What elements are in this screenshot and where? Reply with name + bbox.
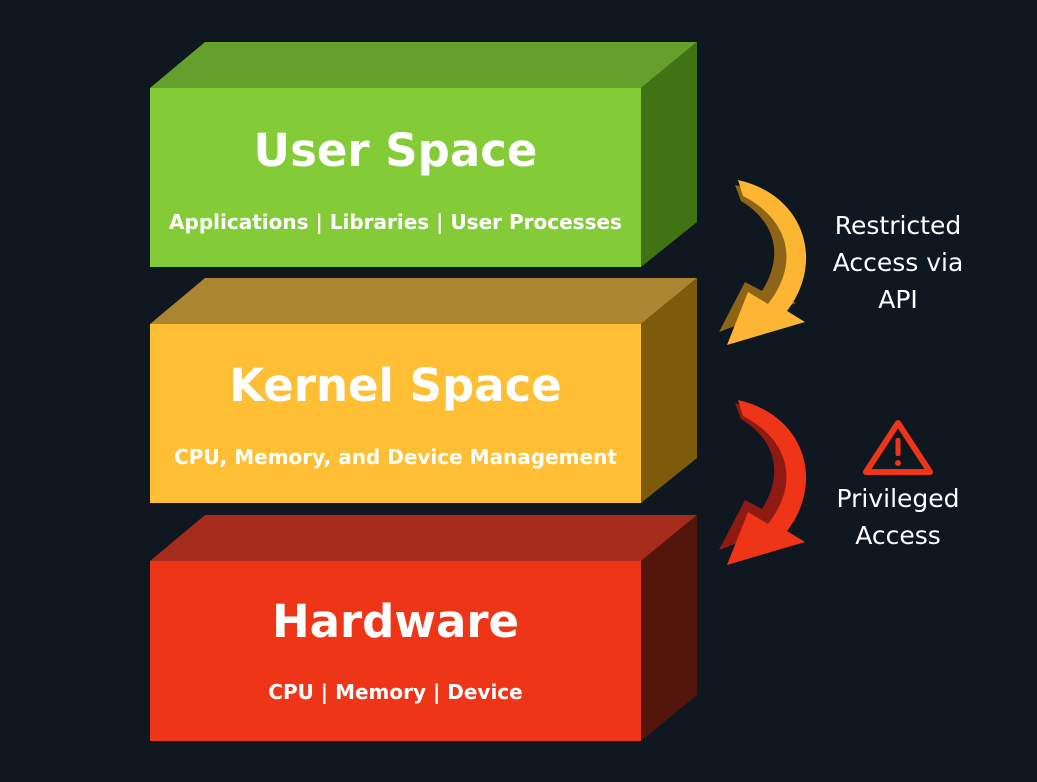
kernel-space-front-face (150, 324, 641, 503)
hardware-subtitle: CPU | Memory | Device (268, 680, 523, 704)
privileged-access-label: Privileged Access (836, 484, 960, 550)
hardware-title: Hardware (271, 595, 520, 648)
hardware-block (150, 515, 697, 741)
restricted-access-arrow (719, 180, 807, 345)
user-space-block (150, 42, 697, 267)
hardware-side-face (641, 515, 697, 741)
user-space-side-face (641, 42, 697, 267)
user-space-subtitle: Applications | Libraries | User Processe… (169, 210, 622, 234)
kernel-space-subtitle: CPU, Memory, and Device Management (174, 445, 617, 469)
restricted-access-label: Restricted Access via API (832, 211, 964, 314)
hardware-front-face (150, 561, 641, 741)
hardware-top-face (150, 515, 697, 561)
user-space-top-face (150, 42, 697, 88)
kernel-space-side-face (641, 278, 697, 503)
warning-icon (863, 420, 933, 475)
user-space-front-face (150, 88, 641, 267)
kernel-space-title: Kernel Space (229, 359, 562, 412)
kernel-space-block (150, 278, 697, 503)
user-space-title: User Space (253, 124, 538, 177)
kernel-space-top-face (150, 278, 697, 324)
privileged-access-arrow (719, 400, 807, 565)
